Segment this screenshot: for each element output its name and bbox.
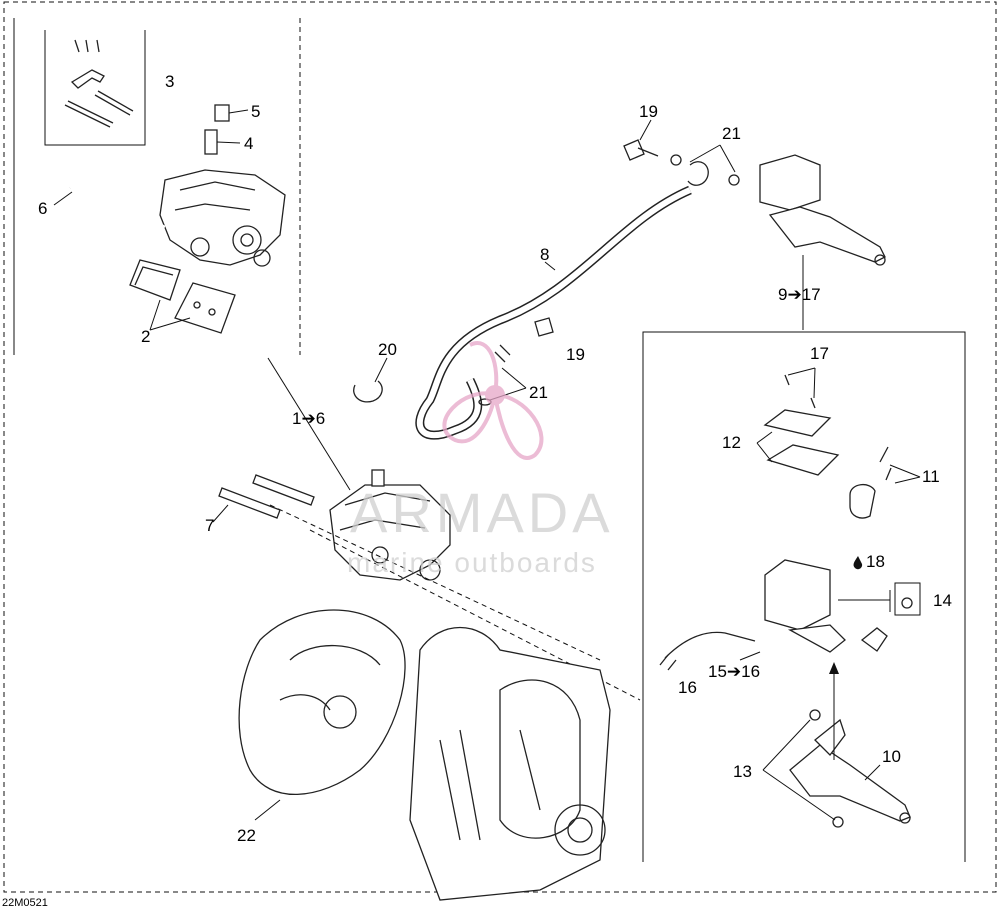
brake-hose-part: [415, 185, 692, 440]
callout-2: 2: [141, 327, 150, 346]
frame-housing-part: [409, 627, 611, 901]
caliper-bolts-part: [212, 474, 315, 523]
brake-pads-part: [129, 259, 236, 334]
callout-15-to-16: 15➔16: [708, 662, 760, 681]
bleeder-screw-part: [204, 129, 241, 155]
callout-14: 14: [933, 591, 952, 610]
callout-10: 10: [882, 747, 901, 766]
handlebar-clamp-part: [849, 446, 921, 519]
callout-19-top: 19: [639, 102, 658, 121]
callout-7: 7: [205, 516, 214, 535]
callout-labels: 2 3 4 5 6 1➔6 7 8 9➔17 10 11 12 13 14 15…: [38, 72, 952, 845]
inset-brake-line-part: [53, 179, 166, 229]
banjo-bolt-lower-part: [478, 317, 554, 406]
callout-16: 16: [678, 678, 697, 697]
callout-12: 12: [722, 433, 741, 452]
armada-watermark: ARMADA marine outboards: [347, 341, 614, 578]
callout-18: 18: [866, 552, 885, 571]
watermark-tagline: marine outboards: [347, 547, 597, 578]
watermark-brand: ARMADA: [350, 481, 614, 544]
callout-17: 17: [810, 344, 829, 363]
master-cylinder-body-part: [764, 559, 921, 653]
callout-21-top: 21: [722, 124, 741, 143]
inset-caliper-part: [159, 169, 286, 267]
brake-lever-part: [762, 662, 911, 828]
fluid-drop-icon: [853, 556, 863, 570]
banjo-bolt-top-part: [623, 119, 740, 186]
callout-20: 20: [378, 340, 397, 359]
bleeder-cap-part: [214, 104, 249, 122]
callout-1-to-6: 1➔6: [292, 409, 325, 428]
cover-screws-part: [784, 367, 816, 409]
callout-11: 11: [922, 467, 940, 486]
callout-13: 13: [733, 762, 752, 781]
callout-4: 4: [244, 134, 253, 153]
brake-light-switch-part: [659, 631, 761, 671]
callout-9-to-17: 9➔17: [778, 285, 821, 304]
callout-21-lower: 21: [529, 383, 548, 402]
main-caliper-assembly: [269, 469, 641, 701]
callout-6: 6: [38, 199, 47, 218]
drawing-code: 22M0521: [2, 897, 48, 909]
callout-3: 3: [165, 72, 174, 91]
caliper-kit-inset: [13, 18, 301, 355]
callout-5: 5: [251, 102, 260, 121]
master-cylinder-top-part: [759, 154, 886, 330]
master-cylinder-inset: [642, 331, 966, 862]
callout-19-lower: 19: [566, 345, 585, 364]
brake-disc-part: [238, 609, 406, 821]
callout-8: 8: [540, 245, 549, 264]
hose-clamp-part: [353, 357, 388, 403]
reservoir-cover-part: [756, 409, 840, 476]
callout-22: 22: [237, 826, 256, 845]
pin-kit-part: [64, 39, 134, 128]
